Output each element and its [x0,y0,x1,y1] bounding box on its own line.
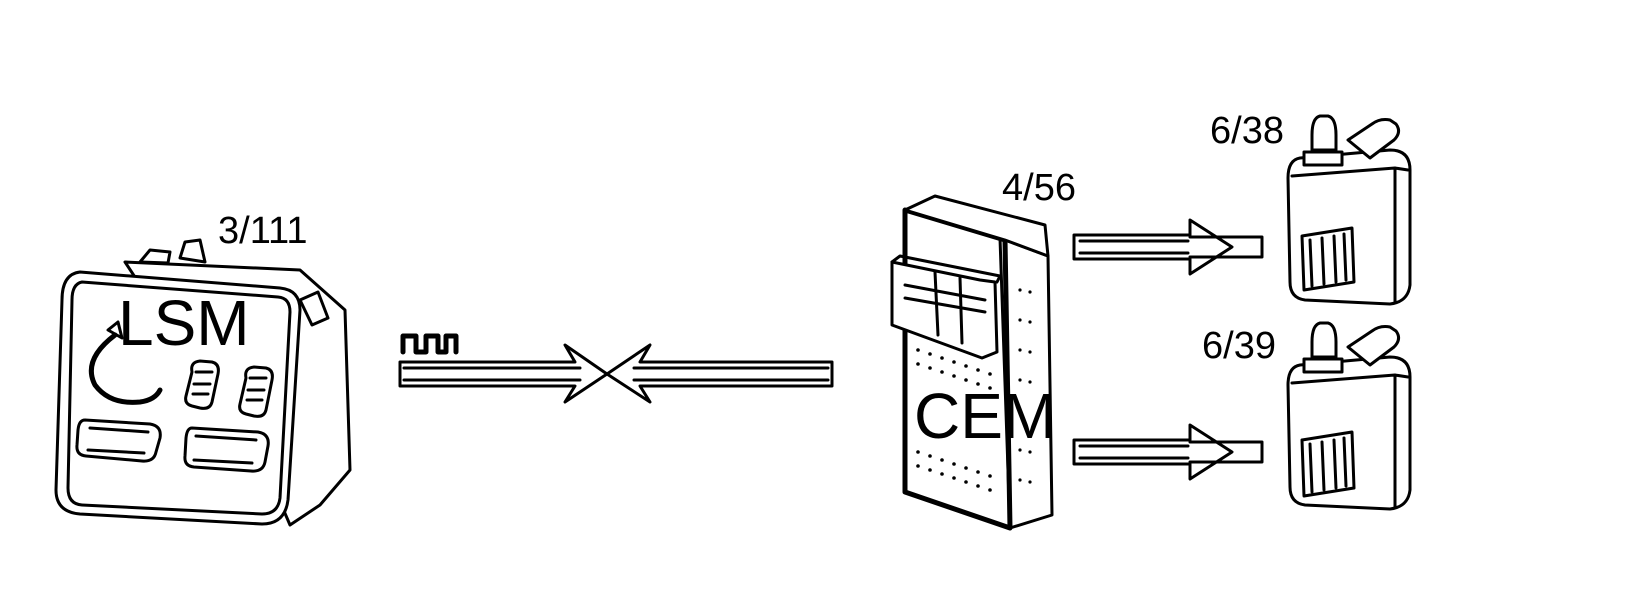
bulb-holder-bottom [1286,321,1412,511]
lsm-label: LSM [118,287,250,359]
output-arrow-bottom [1072,423,1264,481]
bulb-holder-top [1286,114,1412,306]
lsm-module: LSM [54,238,352,527]
output-arrow-top [1072,218,1264,276]
bulb-bottom-ref-number: 6/39 [1202,325,1276,367]
cem-label: CEM [914,380,1056,452]
lsm-ref-number: 3/111 [218,210,307,252]
cem-ref-number: 4/56 [1002,167,1076,209]
bus-arrow [398,343,834,404]
cem-module: CEM [890,194,1056,531]
pulse-train-icon [400,333,459,355]
bulb-top-ref-number: 6/38 [1210,110,1284,152]
